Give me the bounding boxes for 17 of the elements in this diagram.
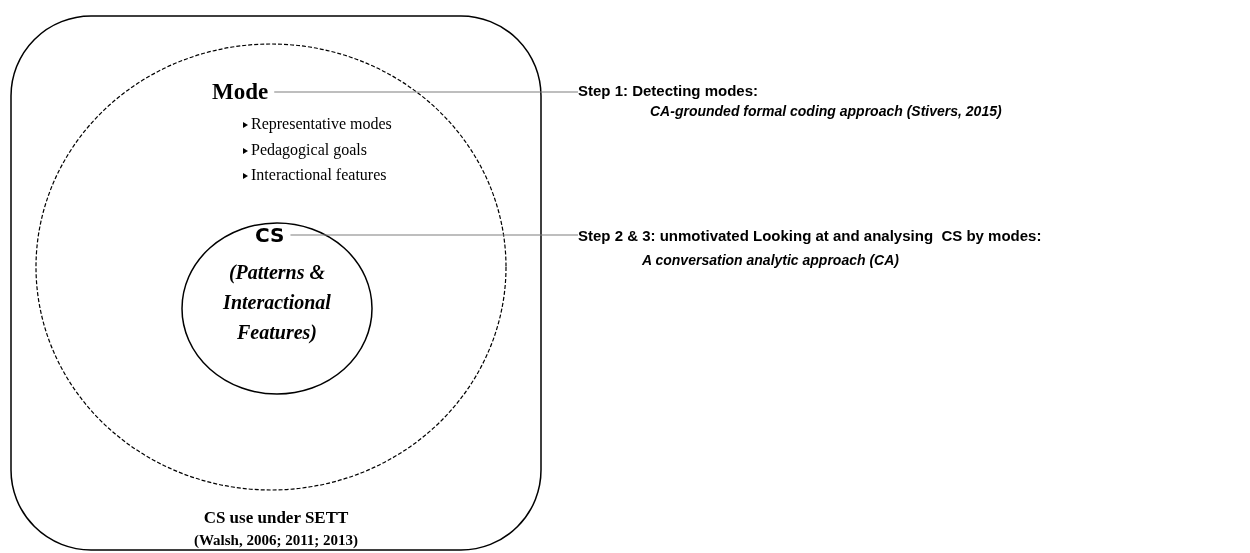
step-heading: Step 2 & 3: unmotivated Looking at and analysing CS by modes: xyxy=(578,227,1042,244)
cs-heading: CS xyxy=(255,223,285,247)
connector-line xyxy=(289,234,579,236)
connector-line xyxy=(273,91,579,93)
box-title: CS use under SETT xyxy=(202,508,350,528)
dashed-ellipse xyxy=(35,43,507,491)
step-method: CA-grounded formal coding approach (Stivers, 2015) xyxy=(650,103,1002,119)
step-method: A conversation analytic approach (CA) xyxy=(642,252,899,268)
mode-heading: Mode xyxy=(212,79,269,105)
box-citation: (Walsh, 2006; 2011; 2013) xyxy=(192,532,360,549)
bullet-item: Interactional features xyxy=(251,166,387,184)
inner-circle xyxy=(181,222,373,395)
bullet-item: Representative modes xyxy=(251,115,392,133)
step-heading: Step 1: Detecting modes: xyxy=(578,82,759,99)
bullet-item: Pedagogical goals xyxy=(251,141,367,159)
outer-rounded-box xyxy=(10,15,542,551)
circle-description: (Patterns & Interactional Features) xyxy=(222,260,332,345)
